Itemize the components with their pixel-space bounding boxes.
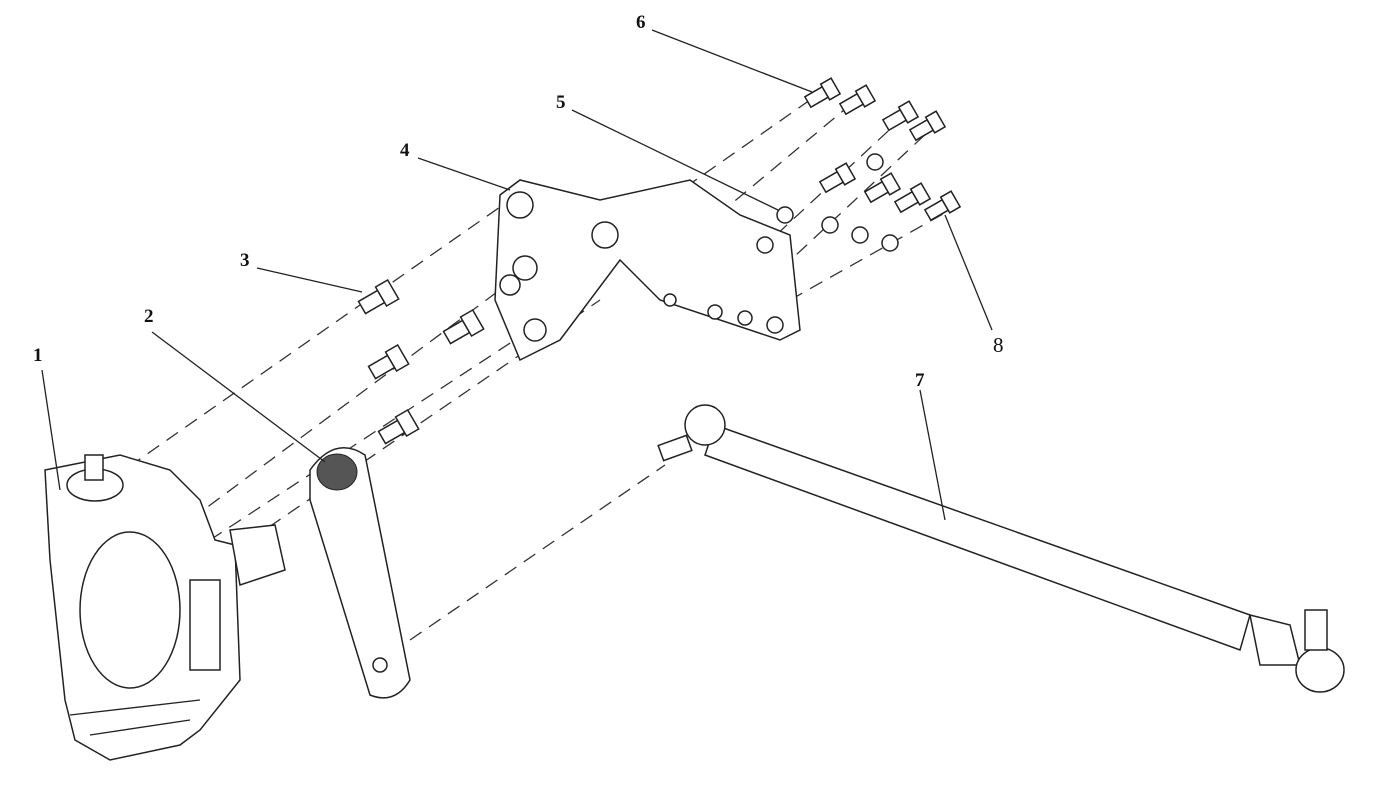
callout-7: 7 <box>915 370 925 391</box>
callout-2: 2 <box>144 306 154 327</box>
callout-1: 1 <box>33 345 43 366</box>
mounting-bracket <box>494 179 801 362</box>
callout-3: 3 <box>240 250 250 271</box>
bolts-part-6-8 <box>803 77 962 222</box>
callout-8: 8 <box>993 333 1004 357</box>
leader-lines <box>41 29 993 521</box>
callout-5: 5 <box>556 92 566 113</box>
pitman-arm <box>309 447 411 699</box>
bolts-part-3 <box>357 278 485 445</box>
steering-gear <box>44 454 286 761</box>
nuts-part-5 <box>776 153 899 252</box>
drag-link <box>657 404 1345 693</box>
callout-4: 4 <box>400 140 410 161</box>
callout-6: 6 <box>636 12 646 33</box>
assembly-lines <box>109 99 951 641</box>
